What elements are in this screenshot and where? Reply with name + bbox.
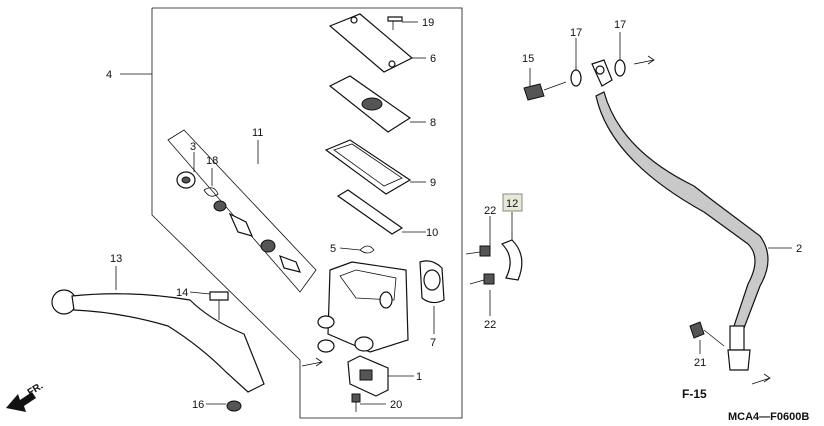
callout-1: 1: [416, 371, 422, 383]
callout-6: 6: [430, 53, 436, 65]
front-direction-indicator: FR.: [6, 381, 45, 412]
callout-4: 4: [106, 69, 112, 81]
callout-14: 14: [176, 287, 188, 299]
washer-17-right: [614, 59, 626, 77]
assembly-outline: [151, 7, 463, 419]
boot-3: [176, 171, 196, 189]
piston-set: [213, 200, 301, 273]
callout-17-left: 17: [570, 27, 582, 39]
subassembly-outline: [167, 129, 317, 293]
master-cylinder-body: [317, 261, 409, 353]
circlip-18: [203, 187, 219, 197]
plate-8: [328, 75, 412, 133]
clamp-bolt-lower-22: [469, 273, 495, 285]
direction-arrow-top: [633, 55, 655, 65]
clamp-12: [500, 239, 523, 281]
callout-5: 5: [330, 243, 336, 255]
nut-16: [226, 400, 242, 412]
page-reference: F-15: [682, 387, 707, 401]
brake-hose-2: [595, 91, 769, 329]
callout-22-upper: 22: [484, 205, 496, 217]
callout-21: 21: [694, 357, 706, 369]
callout-20: 20: [390, 399, 402, 411]
diaphragm-9: [324, 139, 412, 195]
callout-18: 18: [206, 155, 218, 167]
callout-12-highlight: [502, 193, 523, 212]
washer-17-left: [570, 69, 582, 87]
callout-7: 7: [430, 337, 436, 349]
pivot-bolt-14: [209, 291, 229, 320]
callout-8: 8: [430, 117, 436, 129]
clip-5: [359, 245, 375, 254]
hose-end-fitting: [727, 325, 751, 371]
callout-12: 12: [506, 198, 518, 210]
callout-3: 3: [190, 141, 196, 153]
brake-lever-13: [51, 289, 265, 393]
callout-11: 11: [252, 127, 263, 139]
callout-15: 15: [522, 53, 534, 65]
direction-arrow-mid: [301, 357, 323, 367]
callout-17-right: 17: [614, 19, 626, 31]
switch-1: [347, 355, 389, 397]
reservoir-cap-6: [328, 13, 414, 73]
clamp-bolt-upper-22: [465, 245, 491, 257]
diagram-code: MCA4—F0600B: [728, 411, 809, 423]
leader-lines: [115, 21, 792, 405]
bolt-21: [689, 321, 725, 347]
callout-10: 10: [426, 227, 438, 239]
callout-2: 2: [796, 243, 802, 255]
direction-arrow-bottom: [751, 373, 771, 385]
screw-20: [351, 393, 361, 412]
callout-9: 9: [430, 177, 436, 189]
cap-screw-19: [387, 16, 403, 30]
oil-bolt-15: [523, 81, 567, 101]
callout-13: 13: [110, 253, 122, 265]
float-10: [336, 189, 404, 235]
callout-16: 16: [192, 399, 204, 411]
hose-fitting-top: [591, 59, 613, 87]
callout-22-lower: 22: [484, 319, 496, 331]
callout-19: 19: [422, 17, 434, 29]
holder-7: [419, 260, 445, 304]
